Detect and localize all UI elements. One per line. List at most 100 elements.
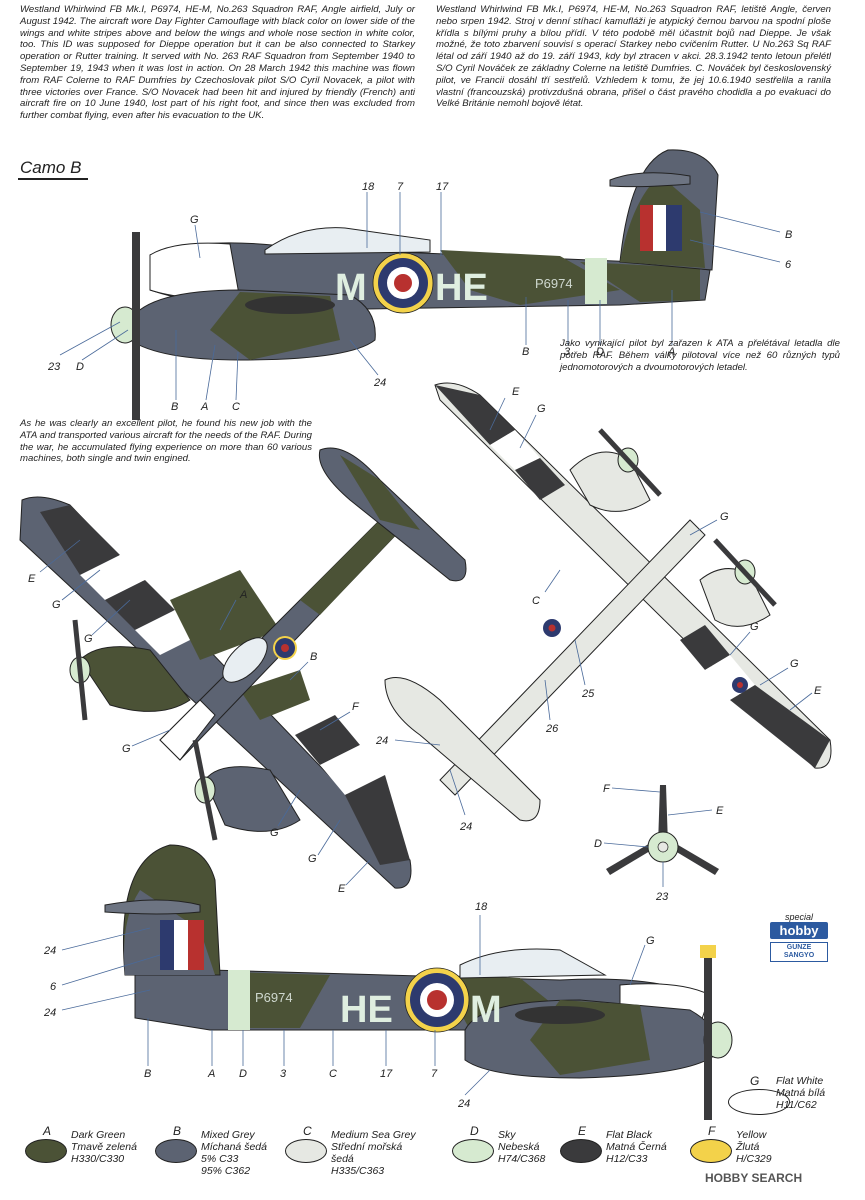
callout: C bbox=[532, 595, 540, 607]
legend-letter: G bbox=[750, 1074, 760, 1088]
callout: 18 bbox=[475, 901, 488, 913]
callout: 24 bbox=[43, 1007, 56, 1019]
callout: E bbox=[512, 386, 520, 398]
tailplane bbox=[609, 172, 691, 188]
ata-text-english: As he was clearly an excellent pilot, he… bbox=[20, 418, 312, 465]
legend-swatch bbox=[728, 1089, 790, 1115]
plan-view-lower: E G G C G G E 25 26 24 24 bbox=[375, 382, 832, 833]
callout: G bbox=[308, 853, 317, 865]
fin-flash-blue bbox=[666, 205, 682, 251]
callout: F bbox=[603, 783, 611, 795]
code-letter-m: M bbox=[470, 989, 502, 1031]
callout: G bbox=[270, 827, 279, 839]
fin-flash-red bbox=[640, 205, 653, 251]
nacelle-upper bbox=[204, 766, 301, 832]
callout: 24 bbox=[459, 821, 472, 833]
callout: 23 bbox=[655, 891, 669, 903]
callout: B bbox=[144, 1068, 151, 1080]
callout: C bbox=[232, 401, 240, 413]
callout: 18 bbox=[362, 181, 375, 193]
legend-name-cz: Matná bílá bbox=[776, 1087, 826, 1099]
callout: 26 bbox=[545, 723, 559, 735]
callout: G bbox=[190, 214, 199, 226]
watermark: HOBBY SEARCH bbox=[705, 1171, 803, 1185]
canopy bbox=[459, 948, 607, 979]
callout: G bbox=[646, 935, 655, 947]
callout: B bbox=[522, 346, 529, 358]
canopy-upper bbox=[222, 637, 268, 683]
callout: B bbox=[171, 401, 178, 413]
callout: A bbox=[239, 589, 247, 601]
camo-title: Camo B bbox=[20, 158, 82, 177]
callout: 7 bbox=[397, 181, 404, 193]
code-letter-m: M bbox=[335, 267, 367, 309]
callout: G bbox=[84, 633, 93, 645]
sky-band bbox=[585, 258, 607, 304]
callout: A bbox=[207, 1068, 215, 1080]
intro-text-czech: Westland Whirlwind FB Mk.I, P6974, HE-M,… bbox=[436, 4, 831, 110]
tailplane-lower bbox=[384, 677, 541, 822]
callout: B bbox=[310, 651, 317, 663]
callout: 24 bbox=[457, 1098, 470, 1110]
callout: 6 bbox=[50, 981, 57, 993]
callout: F bbox=[352, 701, 360, 713]
roundel-red bbox=[394, 274, 412, 292]
legend-code: H11/C62 bbox=[776, 1099, 817, 1111]
serial-number: P6974 bbox=[255, 990, 293, 1005]
camo-patch bbox=[580, 262, 700, 302]
ata-text-czech: Jako vynikající pilot byl zařazen k ATA … bbox=[560, 338, 840, 373]
fuselage-lower bbox=[439, 519, 706, 796]
propeller-blade bbox=[132, 232, 140, 420]
nacelle-upper bbox=[79, 646, 191, 712]
propeller-front-view: F E D 23 bbox=[594, 783, 724, 903]
special-hobby-logo: special hobby GUNZE SANGYO bbox=[770, 912, 828, 962]
sky-band bbox=[228, 970, 250, 1030]
legend-swatch bbox=[285, 1139, 327, 1163]
callout: B bbox=[785, 229, 792, 241]
callout: G bbox=[790, 658, 799, 670]
callout: E bbox=[716, 805, 724, 817]
callout: 3 bbox=[564, 346, 571, 358]
canopy bbox=[264, 227, 431, 255]
legend-swatch bbox=[25, 1139, 67, 1163]
serial-number: P6974 bbox=[535, 276, 573, 291]
logo-hobby-text: hobby bbox=[770, 922, 828, 939]
legend-swatch bbox=[452, 1139, 494, 1163]
callout: E bbox=[28, 573, 36, 585]
callout: C bbox=[329, 1068, 337, 1080]
legend-swatch bbox=[155, 1139, 197, 1163]
exhaust bbox=[245, 296, 335, 314]
nacelle-lower bbox=[699, 568, 771, 627]
callout: 24 bbox=[373, 377, 386, 389]
legend-swatch bbox=[560, 1139, 602, 1163]
callout: D bbox=[596, 346, 604, 358]
callout: 24 bbox=[375, 735, 388, 747]
logo-gunze-text: GUNZE SANGYO bbox=[770, 942, 828, 962]
legend-name-en: Flat White bbox=[776, 1075, 824, 1087]
callout: 24 bbox=[43, 945, 56, 957]
side-profile-left: M HE P6974 18 7 17 G B 6 23 D B A C 24 bbox=[47, 149, 792, 420]
logo-special-text: special bbox=[784, 912, 813, 922]
callout: 25 bbox=[581, 688, 595, 700]
callout: D bbox=[76, 361, 84, 373]
callout: E bbox=[338, 883, 346, 895]
white-nose-upper bbox=[159, 699, 216, 761]
callout: 17 bbox=[436, 181, 449, 193]
intro-text-english: Westland Whirlwind FB Mk.I, P6974, HE-M,… bbox=[20, 4, 415, 122]
callout: D bbox=[594, 838, 602, 850]
callout: G bbox=[52, 599, 61, 611]
callout: 3 bbox=[280, 1068, 287, 1080]
side-profile-right: HE M P6974 18 G 24 6 24 B A D 3 C 17 7 2… bbox=[43, 844, 733, 1120]
callout: G bbox=[122, 743, 131, 755]
callout: 17 bbox=[380, 1068, 393, 1080]
callout: 6 bbox=[785, 259, 792, 271]
callout: G bbox=[720, 511, 729, 523]
callout: D bbox=[239, 1068, 247, 1080]
callout: A bbox=[200, 401, 208, 413]
legend-swatch bbox=[690, 1139, 732, 1163]
callout: E bbox=[814, 685, 822, 697]
callout: A bbox=[667, 346, 675, 358]
plan-view-upper: E G G A B F G G G E bbox=[19, 447, 467, 895]
callout: 23 bbox=[47, 361, 61, 373]
